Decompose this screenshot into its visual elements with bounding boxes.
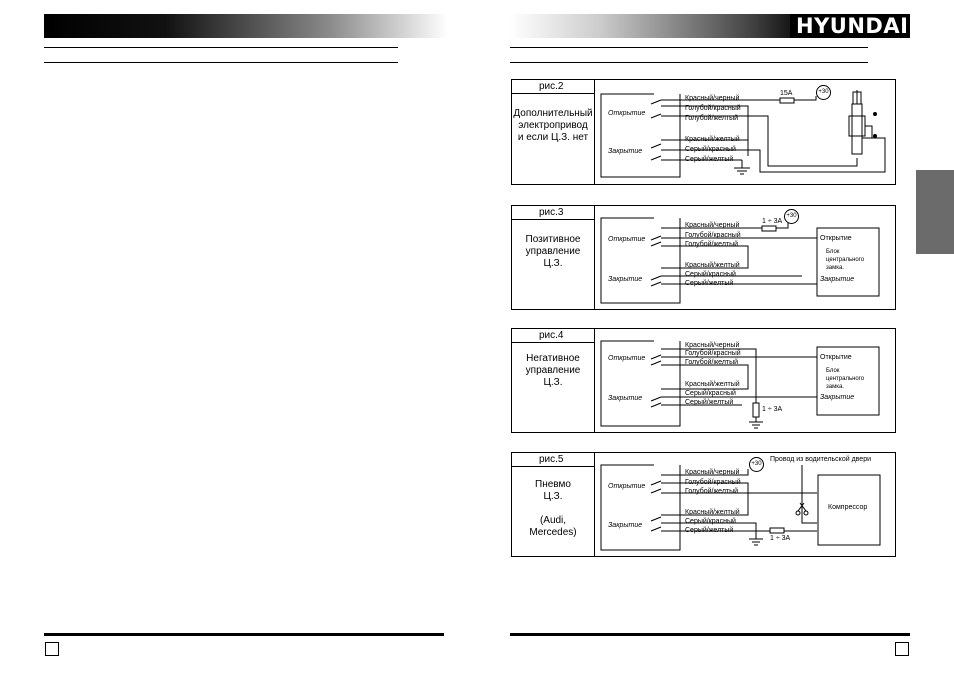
open-label: Открытие <box>608 110 646 117</box>
open-label: Открытие <box>608 355 646 362</box>
close-label: Закрытие <box>608 148 643 155</box>
power-plus30-symbol: +30 <box>784 209 799 224</box>
close-label: Закрытие <box>608 276 643 283</box>
figure-2-label: рис.2 <box>512 80 595 94</box>
close-label: Закрытие <box>608 522 643 529</box>
wire-label: Серый/желтый <box>685 280 734 287</box>
driver-door-wire-label: Провод из водительской двери <box>770 456 871 463</box>
close-label: Закрытие <box>608 395 643 402</box>
left-rule-2 <box>44 62 398 63</box>
block-open-label: Открытие <box>820 354 852 361</box>
wire-label: Голубой/желтый <box>685 115 739 122</box>
right-footer-rule <box>510 633 910 636</box>
wire-label: Голубой/красный <box>685 232 741 239</box>
wire-label: Голубой/желтый <box>685 488 739 495</box>
wire-label: Красный/желтый <box>685 381 740 388</box>
figure-5-label: рис.5 <box>512 453 595 467</box>
section-side-tab <box>916 170 954 254</box>
wire-label: Голубой/желтый <box>685 241 739 248</box>
figure-5-wiring-diagram <box>600 464 881 551</box>
wire-label: Красный/желтый <box>685 136 740 143</box>
left-footer-rule <box>44 633 444 636</box>
wire-label: Красный/черный <box>685 469 740 476</box>
wire-label: Красный/желтый <box>685 262 740 269</box>
wire-label: Красный/черный <box>685 222 740 229</box>
left-page-number-box <box>45 642 59 656</box>
fuse-label: 15A <box>780 90 793 97</box>
right-header-bar <box>510 14 810 38</box>
right-rule-1 <box>510 47 868 48</box>
wire-label: Красный/черный <box>685 342 740 349</box>
right-rule-2 <box>510 62 868 63</box>
wire-label: Голубой/желтый <box>685 359 739 366</box>
wire-label: Голубой/красный <box>685 479 741 486</box>
right-page-number-box <box>895 642 909 656</box>
power-plus30-symbol: +30 <box>749 457 764 472</box>
open-label: Открытие <box>608 483 646 490</box>
wire-label: Серый/желтый <box>685 156 734 163</box>
logo-background <box>790 14 910 38</box>
wire-label: Красный/желтый <box>685 509 740 516</box>
wire-label: Серый/желтый <box>685 527 734 534</box>
fuse-label: 1 ÷ 3A <box>762 406 783 413</box>
block-open-label: Открытие <box>820 235 852 242</box>
wire-label: Серый/красный <box>685 146 736 153</box>
figure-3-wiring-diagram <box>600 217 880 304</box>
brand-logo: HYUNDAI <box>796 14 909 38</box>
wire-label: Голубой/красный <box>685 350 741 357</box>
block-close-label: Закрытие <box>820 276 855 283</box>
power-plus30-symbol: +30 <box>816 85 831 100</box>
compressor-label: Компрессор <box>828 504 868 511</box>
fuse-label: 1 ÷ 3A <box>762 218 783 225</box>
open-label: Открытие <box>608 236 646 243</box>
wire-label: Серый/желтый <box>685 399 734 406</box>
figure-4-wiring-diagram <box>600 340 880 429</box>
figure-2-wiring-diagram <box>600 90 886 178</box>
figure-4-label: рис.4 <box>512 329 595 343</box>
wire-label: Красный/черный <box>685 95 740 102</box>
wire-label: Серый/красный <box>685 390 736 397</box>
fuse-label: 1 ÷ 3A <box>770 535 791 542</box>
figure-3-label: рис.3 <box>512 206 595 220</box>
wire-label: Серый/красный <box>685 518 736 525</box>
wire-label: Голубой/красный <box>685 105 741 112</box>
block-close-label: Закрытие <box>820 394 855 401</box>
left-header-bar <box>44 14 448 38</box>
left-rule-1 <box>44 47 398 48</box>
scissors-icon <box>795 502 809 516</box>
wire-label: Серый/красный <box>685 271 736 278</box>
